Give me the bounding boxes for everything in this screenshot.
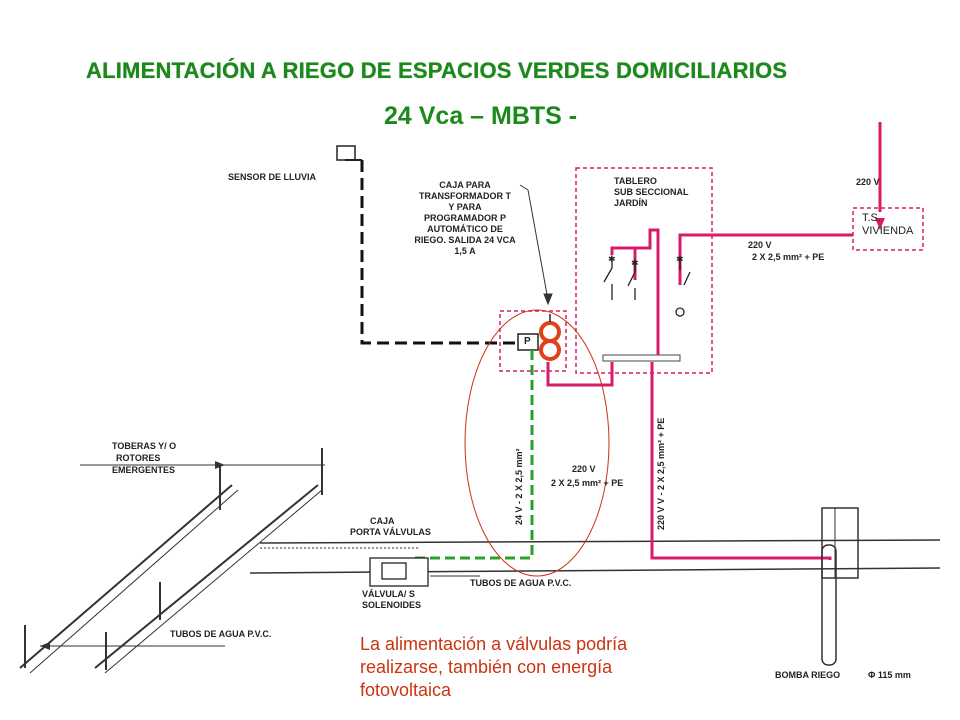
rain-sensor-icon [336,145,362,161]
transformer-box-label: CAJA PARA TRANSFORMADOR T Y PARA PROGRAM… [414,180,516,256]
valve-box [369,557,429,587]
page-subtitle: 24 Vca – MBTS - [384,102,578,130]
programmer-box [517,333,539,351]
ts-vivienda-box [852,207,924,251]
sprinkler-pipes [19,448,323,674]
sub-panel-box [575,167,713,374]
ts-220-label: 220 V [856,177,880,187]
feed-cable-label: 2 X 2,5 mm² + PE [752,252,825,262]
feed-220-label: 220 V [748,240,772,250]
programmer-letter: P [524,336,531,347]
sprinkler-arrows [40,461,225,650]
rain-sensor-label: SENSOR DE LLUVIA [228,172,317,182]
valve-box-label: CAJA PORTA VÁLVULAS [350,516,431,537]
busbar [602,354,681,362]
highlight-ellipse [464,309,610,577]
feed-arrow [875,218,885,230]
valves-label: VÁLVULA/ S SOLENOIDES [362,589,422,610]
label-pointer [519,184,553,306]
pipe-lines [80,464,941,577]
transformer-icon [539,321,561,361]
svg-text:✱: ✱ [631,258,639,268]
nozzles-label: TOBERAS Y/ O ROTORES EMERGENTES [112,441,177,475]
svg-text:✱: ✱ [608,254,616,264]
sensor-signal-line [360,160,515,345]
pump-well [821,507,859,666]
vert-24v-label: 24 V - 2 X 2,5 mm² [514,448,524,525]
breakers: ✱ ✱ ✱ [603,254,691,317]
panel-label: TABLERO SUB SECCIONAL JARDÍN [614,176,689,208]
pipes-label-2: TUBOS DE AGUA P.V.C. [170,629,272,639]
vert-220-cable-label: 2 X 2,5 mm² + PE [551,478,624,488]
svg-text:✱: ✱ [676,254,684,264]
pump-label: BOMBA RIEGO [775,670,841,680]
pipes-label-1: TUBOS DE AGUA P.V.C. [470,578,572,588]
vert-220-label: 220 V [572,464,596,474]
power-lines [546,122,882,560]
valve-icon [381,562,407,580]
note-text: La alimentación a válvulas podría realiz… [360,634,628,700]
page-title: ALIMENTACIÓN A RIEGO DE ESPACIOS VERDES … [86,58,788,83]
ts-vivienda-label: T.S. VIVIENDA [862,212,914,237]
pump-diameter-label: Φ 115 mm [868,670,911,680]
vert-pump-label: 220 V V - 2 X 2,5 mm² + PE [656,417,666,530]
